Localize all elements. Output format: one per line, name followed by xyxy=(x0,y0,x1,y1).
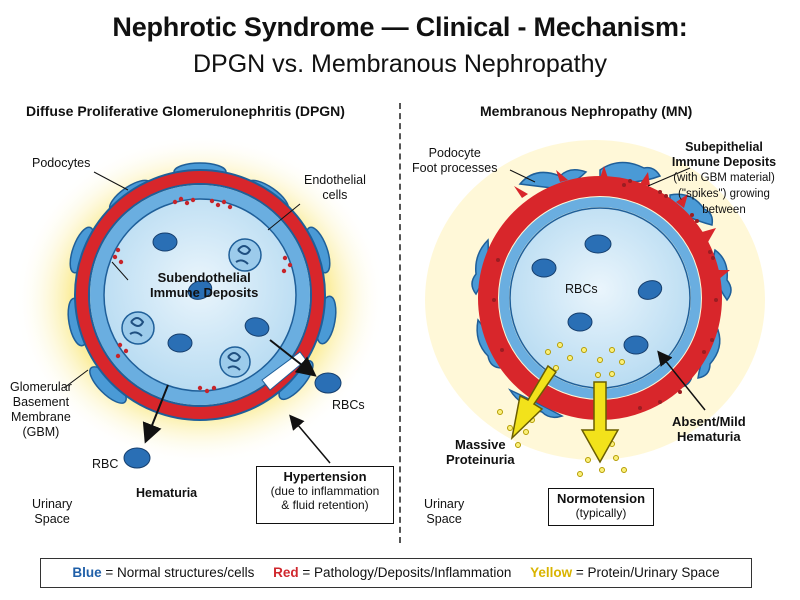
panel-divider xyxy=(399,103,401,543)
label-rbcs-left: RBCs xyxy=(332,398,365,412)
dpgn-inflammatory-cells xyxy=(121,238,262,378)
normotension-box: Normotension (typically) xyxy=(548,488,654,526)
mn-subepithelial-deposits xyxy=(492,179,718,410)
mn-glomerulus xyxy=(425,140,765,477)
legend-red-text: = Pathology/Deposits/Inflammation xyxy=(298,565,512,580)
mn-lumen-rbcs xyxy=(531,234,663,355)
hypertension-title: Hypertension xyxy=(283,469,367,484)
label-podocytes: Podocytes xyxy=(32,156,91,170)
hypertension-box: Hypertension (due to inflammation & flui… xyxy=(256,466,394,524)
normotension-title: Normotension xyxy=(556,491,646,506)
dpgn-subendothelial-deposits xyxy=(112,196,293,394)
title-line-2: DPGN vs. Membranous Nephropathy xyxy=(192,50,608,78)
legend-red-word: Red xyxy=(273,565,299,580)
legend-blue-word: Blue xyxy=(72,565,102,580)
right-panel-heading: Membranous Nephropathy (MN) xyxy=(480,103,693,119)
color-legend: Blue = Normal structures/cells Red = Pat… xyxy=(40,558,752,588)
mn-proteinuria-arrow-left xyxy=(510,364,558,441)
legend-yellow-word: Yellow xyxy=(530,565,573,580)
dpgn-lumen-rbcs xyxy=(152,232,270,353)
hypertension-line-1: (due to inflammation xyxy=(270,484,380,498)
title-line-1: Nephrotic Syndrome — Clinical - Mechanis… xyxy=(112,12,688,42)
label-rbc: RBC xyxy=(92,457,119,471)
left-panel-heading: Diffuse Proliferative Glomerulonephritis… xyxy=(26,103,345,119)
legend-yellow-text: = Protein/Urinary Space xyxy=(572,565,720,580)
mn-proteinuria-arrow-down xyxy=(580,381,620,464)
label-rbcs-right: RBCs xyxy=(565,282,598,296)
mn-protein-dots xyxy=(497,342,627,477)
legend-blue-text: = Normal structures/cells xyxy=(101,565,255,580)
label-hematuria-left: Hematuria xyxy=(136,486,198,500)
mn-gbm-spikes xyxy=(514,166,730,280)
dpgn-escaping-rbc-left xyxy=(123,447,151,469)
hypertension-line-2: & fluid retention) xyxy=(281,498,369,512)
dpgn-glomerulus xyxy=(15,135,385,469)
normotension-line-1: (typically) xyxy=(575,506,627,520)
dpgn-escaping-rbc-right xyxy=(314,372,342,394)
